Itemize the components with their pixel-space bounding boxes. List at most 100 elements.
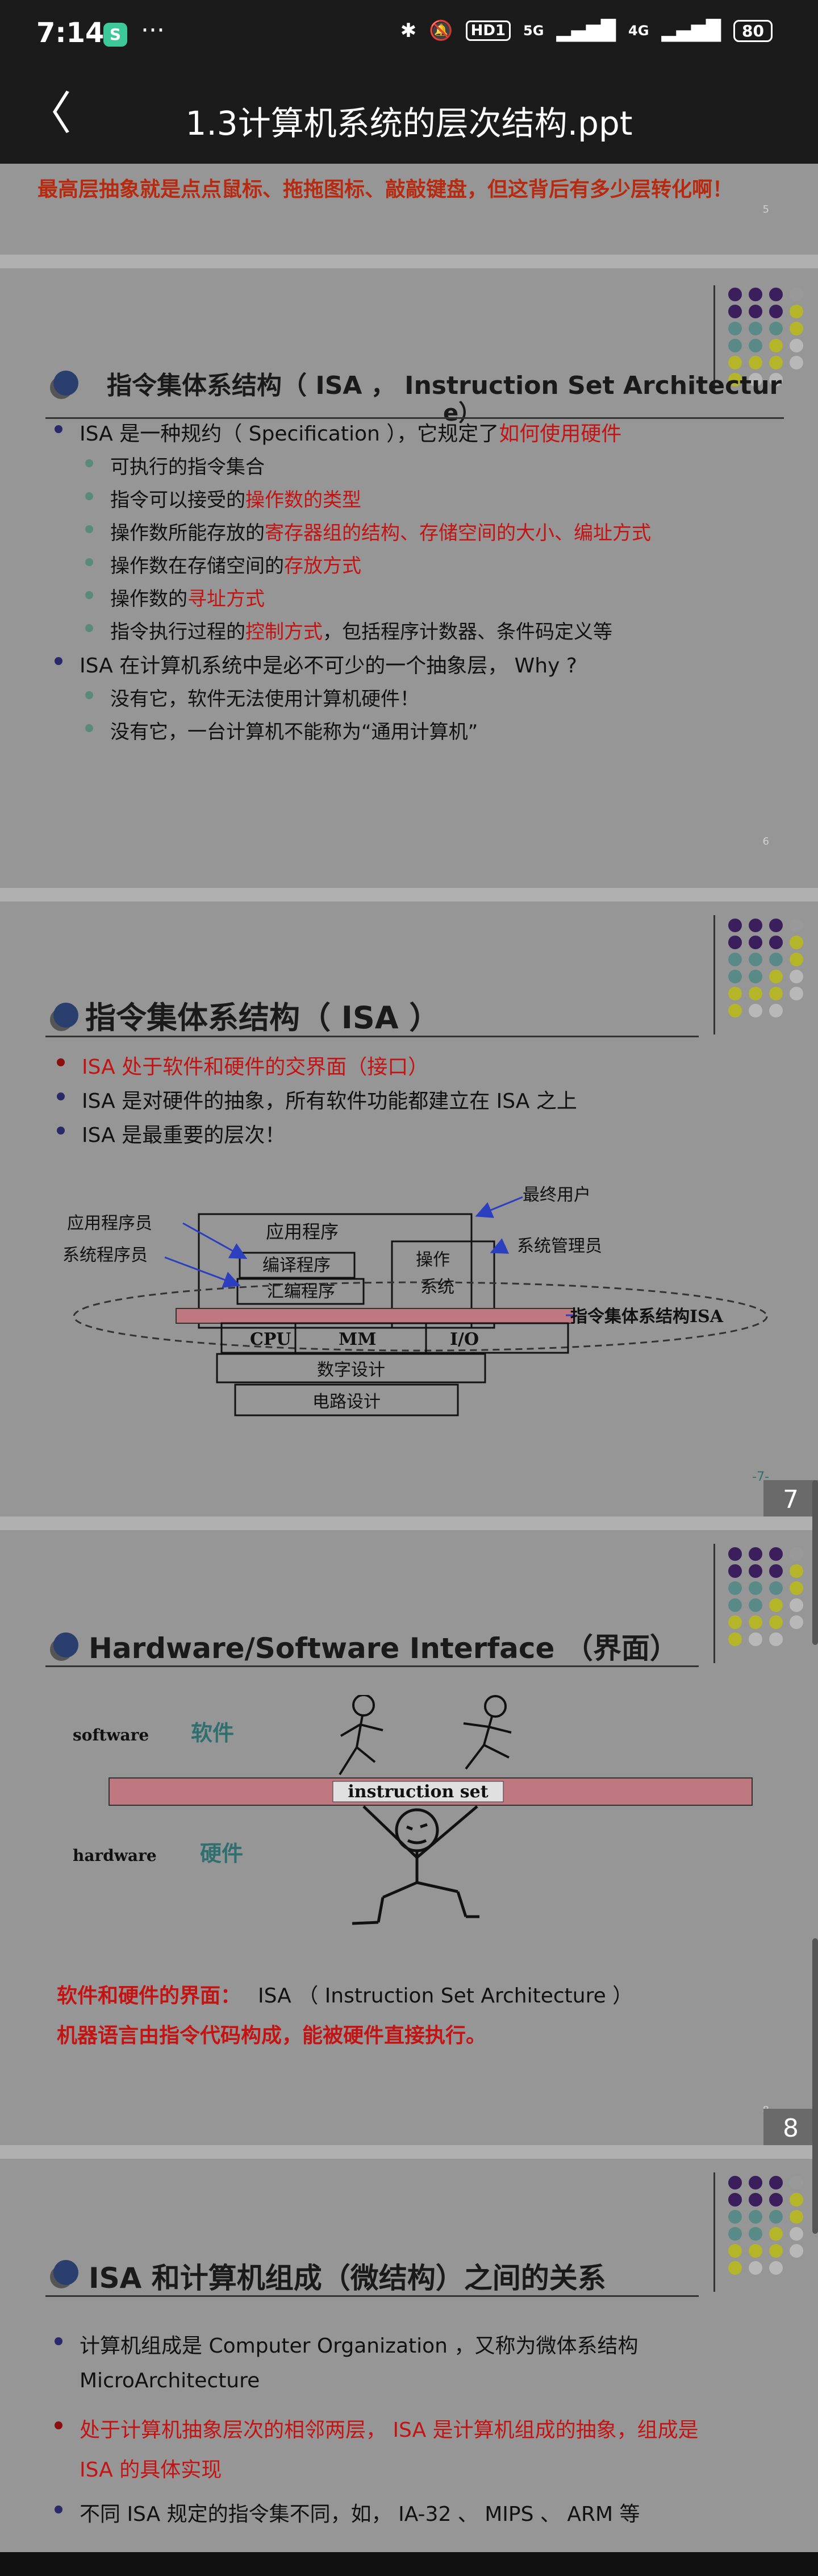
document-title: 1.3计算机系统的层次结构.ppt [185, 104, 633, 143]
slide-9[interactable]: ISA 和计算机组成（微结构）之间的关系 计算机组成是 Computer Org… [0, 2159, 818, 2552]
navigation-bar [0, 2552, 818, 2576]
slide-5-number: 5 [762, 203, 769, 215]
layer-hw-box [220, 1322, 569, 1354]
label-software: software [73, 1726, 149, 1744]
status-icons: ✱ 🔕 HD1 5G ▂▄▆█ 4G ▂▄▆█ 80 [400, 19, 773, 42]
label-app: 应用程序 [266, 1221, 339, 1243]
layer-digital-box [216, 1353, 486, 1383]
software-figure-right-icon [463, 1695, 512, 1770]
decor-line [713, 915, 715, 1034]
slide-separator [0, 2145, 818, 2159]
bullet-adjacent-1: 处于计算机抽象层次的相邻两层， ISA 是计算机组成的抽象，组成是 [55, 2413, 699, 2443]
slide-8-title: Hardware/Software Interface （界面） [89, 1632, 678, 1665]
slide-separator [0, 255, 818, 268]
label-hardware-cn: 硬件 [200, 1840, 243, 1866]
interface-line: 软件和硬件的界面：ISA （ Instruction Set Architect… [57, 1984, 633, 2008]
label-instruction-set: instruction set [348, 1782, 488, 1802]
signal-4g-icon: 4G [628, 23, 649, 39]
slide-9-title: ISA 和计算机组成（微结构）之间的关系 [89, 2262, 606, 2295]
page-indicator-7[interactable]: 7 [763, 1480, 818, 1520]
slide-5[interactable]: 最高层抽象就是点点鼠标、拖拖图标、敲敲键盘，但这背后有多少层转化啊！ 5 [0, 164, 818, 255]
bullet-isa-abstraction: ISA 是对硬件的抽象，所有软件功能都建立在 ISA 之上 [57, 1085, 577, 1114]
sub-bullet-4: 操作数在存储空间的存放方式 [85, 550, 361, 578]
title-underline [45, 1036, 699, 1037]
slide-6[interactable]: 指令集体系结构（ ISA ， Instruction Set Architect… [0, 268, 818, 888]
label-os-1: 操作 [416, 1250, 450, 1270]
more-notifications-icon: ··· [141, 16, 165, 45]
bullet-adjacent-2: ISA 的具体实现 [80, 2458, 222, 2482]
slide-separator [0, 1516, 818, 1530]
title-underline [45, 417, 784, 419]
decor-dots [728, 919, 808, 1017]
slide-7[interactable]: 指令集体系结构（ ISA ） ISA 处于软件和硬件的交界面（接口） ISA 是… [0, 901, 818, 1516]
sub-bullet-7: 没有它，软件无法使用计算机硬件！ [85, 683, 419, 711]
bullet-organization-2: MicroArchitecture [80, 2369, 260, 2392]
bullet-isa-interface: ISA 处于软件和硬件的交界面（接口） [57, 1050, 428, 1080]
title-bar: 〈 1.3计算机系统的层次结构.ppt [0, 68, 818, 164]
mute-icon: 🔕 [429, 19, 453, 42]
sub-bullet-8: 没有它，一台计算机不能称为“通用计算机” [85, 716, 478, 744]
title-bullet-icon [53, 371, 78, 396]
sub-bullet-6: 指令执行过程的控制方式，包括程序计数器、条件码定义等 [85, 616, 612, 644]
software-figure-left-icon [339, 1695, 383, 1776]
title-underline [45, 1665, 699, 1667]
label-circuit: 电路设计 [312, 1392, 381, 1412]
status-bar: 7:14 S ··· ✱ 🔕 HD1 5G ▂▄▆█ 4G ▂▄▆█ 80 [0, 0, 818, 68]
page-indicator-8[interactable]: 8 [763, 2109, 818, 2149]
signal-bars-icon: ▂▄▆█ [556, 19, 616, 42]
scrollbar-thumb-2[interactable] [812, 1938, 818, 2234]
label-asm: 汇编程序 [267, 1282, 335, 1302]
title-underline [45, 2295, 699, 2297]
label-isa: 指令集体系结构ISA [570, 1307, 724, 1327]
slide-8[interactable]: Hardware/Software Interface （界面） softwar… [0, 1530, 818, 2145]
label-software-cn: 软件 [191, 1720, 234, 1746]
hd-voice-icon: HD1 [465, 20, 511, 41]
sub-bullet-5: 操作数的寻址方式 [85, 583, 265, 611]
layer-asm-box [236, 1278, 365, 1305]
hardware-figure-icon [352, 1805, 479, 1925]
slide-6-title: 指令集体系结构（ ISA ， Instruction Set Architect… [107, 371, 782, 400]
back-button[interactable]: 〈 [26, 87, 72, 140]
sub-bullet-1: 可执行的指令集合 [85, 451, 265, 479]
app-notification-icon: S [103, 23, 127, 47]
isa-layer-diagram: 应用程序 编译程序 汇编程序 操作 系统 最终用户 系统管理员 应用程序员 系统… [62, 1185, 768, 1416]
scrollbar-thumb-1[interactable] [812, 1480, 818, 1645]
isa-boundary-ellipse [73, 1281, 768, 1352]
label-os-2: 系统 [420, 1277, 454, 1297]
label-end-user: 最终用户 [523, 1185, 591, 1205]
title-bullet-icon [53, 2260, 78, 2285]
title-bullet-icon [53, 1632, 78, 1657]
title-bullet-icon [53, 1003, 78, 1028]
bullet-organization-1: 计算机组成是 Computer Organization ，又称为微体系结构 [55, 2329, 638, 2359]
decor-line [713, 285, 715, 393]
label-hardware: hardware [73, 1846, 157, 1865]
sub-bullet-2: 指令可以接受的操作数的类型 [85, 484, 361, 512]
layer-os-box [391, 1240, 495, 1329]
decor-dots [728, 2176, 808, 2275]
signal-bars-icon-2: ▂▄▆█ [661, 19, 721, 42]
bullet-isa-variants: 不同 ISA 规定的指令集不同，如， IA-32 、 MIPS 、 ARM 等 [55, 2498, 640, 2527]
slide-5-text: 最高层抽象就是点点鼠标、拖拖图标、敲敲键盘，但这背后有多少层转化啊！ [37, 178, 733, 201]
signal-5g-icon: 5G [523, 23, 544, 39]
slide-7-title: 指令集体系结构（ ISA ） [85, 1000, 440, 1036]
sub-bullet-3: 操作数所能存放的寄存器组的结构、存储空间的大小、编址方式 [85, 517, 651, 545]
label-sysadmin: 系统管理员 [517, 1236, 602, 1256]
label-mm: MM [339, 1329, 376, 1349]
machine-language-line: 机器语言由指令代码构成，能被硬件直接执行。 [57, 2024, 487, 2047]
slide-separator [0, 888, 818, 901]
layer-compiler-box [239, 1252, 356, 1279]
label-cpu: CPU [250, 1329, 291, 1349]
label-sys-programmer: 系统程序员 [62, 1245, 148, 1265]
slide-6-title-wrap: e） [443, 400, 482, 426]
decor-line [713, 2172, 715, 2292]
label-app-programmer: 应用程序员 [67, 1214, 152, 1233]
slide-6-number: 6 [762, 836, 769, 847]
decor-line [713, 1544, 715, 1663]
bullet-isa-why: ISA 在计算机系统中是必不可少的一个抽象层， Why ? [55, 649, 577, 679]
decor-dots [728, 288, 808, 387]
bluetooth-icon: ✱ [400, 19, 417, 42]
isa-bar [176, 1308, 574, 1324]
label-io: I/O [450, 1329, 479, 1349]
status-time: 7:14 [36, 17, 105, 49]
label-compiler: 编译程序 [262, 1256, 331, 1275]
